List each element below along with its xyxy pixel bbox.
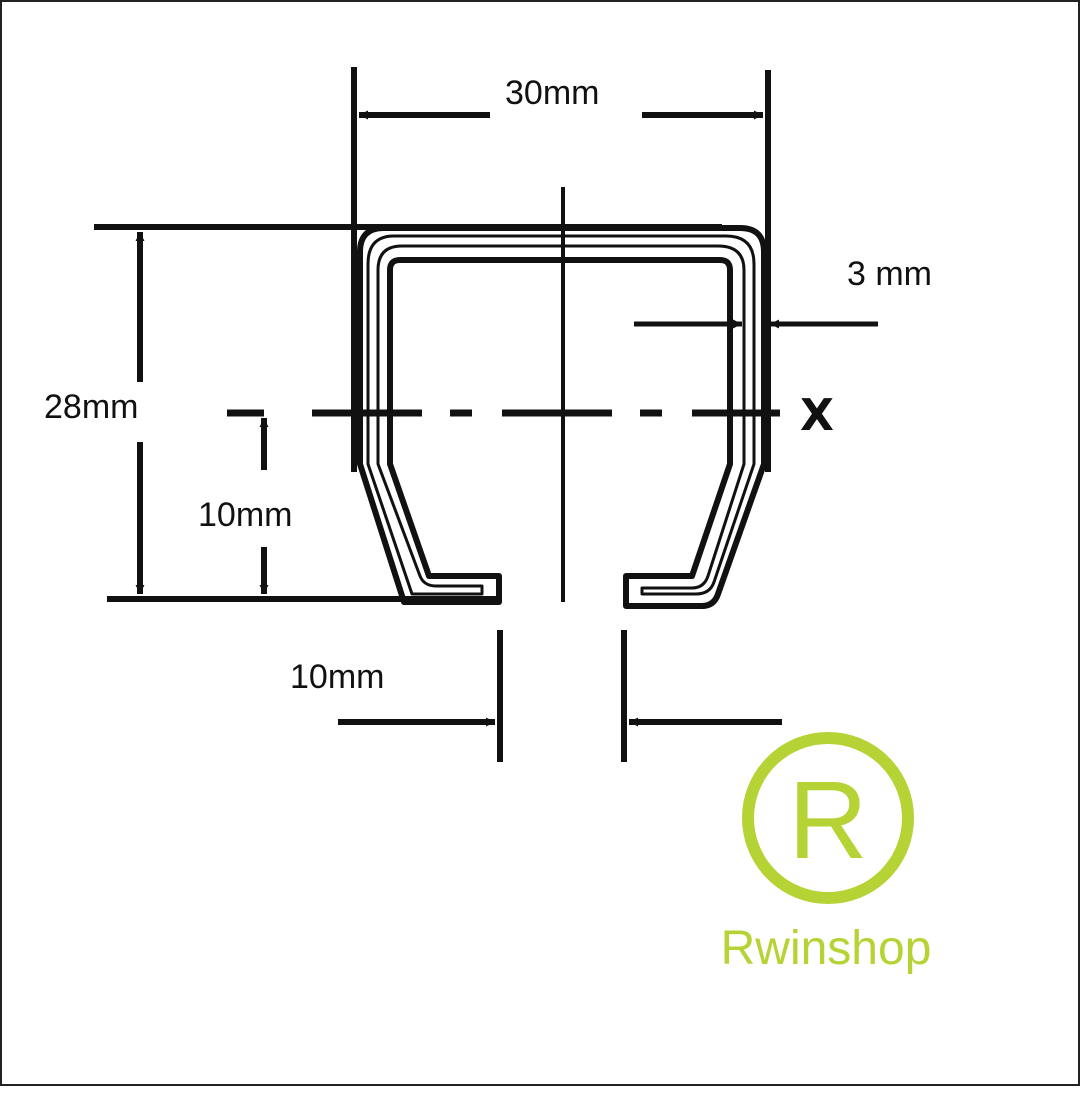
brand-name: Rwinshop — [721, 922, 932, 975]
channel-profile — [357, 225, 767, 609]
height-dimension-label: 28mm — [44, 388, 138, 426]
slot-width-dimension-label: 10mm — [290, 658, 384, 696]
registered-trademark-logo: R — [742, 732, 914, 904]
width-dimension-label: 30mm — [505, 74, 599, 112]
extension-lines — [94, 67, 771, 762]
axis-offset-dimension-label: 10mm — [198, 496, 292, 534]
profile-outer-contour — [357, 225, 767, 609]
logo-letter: R — [788, 759, 867, 882]
logo-ring — [742, 732, 914, 904]
axis-label: X — [800, 390, 834, 441]
thickness-dimension-label: 3 mm — [847, 255, 932, 293]
profile-inner-contour — [366, 234, 756, 596]
